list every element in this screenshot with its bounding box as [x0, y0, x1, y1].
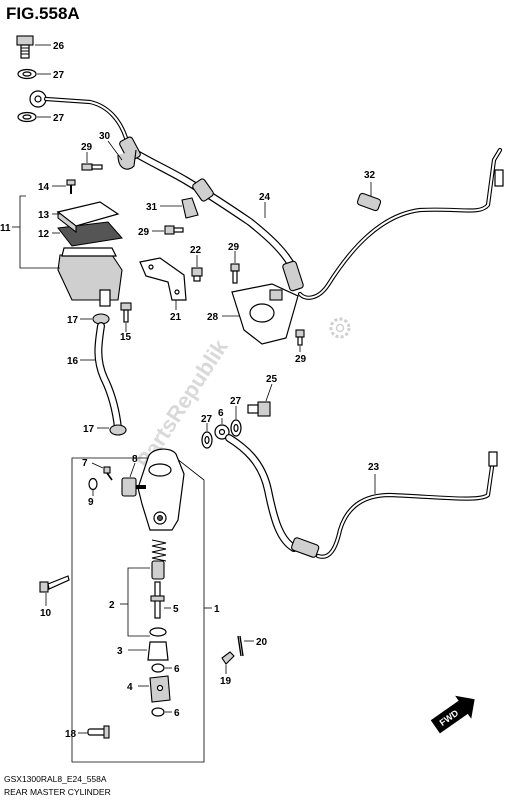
callout-29c: 29: [228, 242, 240, 253]
hose-23[interactable]: [214, 424, 498, 559]
callout-21: 21: [170, 312, 182, 323]
callout-2: 2: [109, 600, 115, 611]
callout-18: 18: [65, 729, 77, 740]
callout-27b: 27: [53, 113, 65, 124]
o-ring-9[interactable]: [88, 477, 98, 491]
reservoir-tank-11[interactable]: [57, 247, 123, 307]
screw-14[interactable]: [66, 179, 76, 194]
bracket-11-outline: [19, 195, 60, 269]
bracket-28[interactable]: [231, 283, 299, 345]
callout-15: 15: [120, 332, 132, 343]
callout-27c: 27: [230, 396, 242, 407]
clamp-30[interactable]: [117, 149, 137, 170]
washer-27-hose-upper[interactable]: [230, 419, 242, 437]
bolt-29-upper[interactable]: [81, 163, 103, 171]
spring[interactable]: [151, 539, 167, 580]
callout-9: 9: [88, 497, 94, 508]
clamp-32[interactable]: [356, 192, 382, 212]
callout-26: 26: [53, 41, 65, 52]
callout-19: 19: [220, 676, 232, 687]
watermark: PartsRepublik: [131, 334, 233, 472]
push-rod-5[interactable]: [150, 581, 165, 619]
screw-7[interactable]: [103, 466, 113, 481]
callout-28: 28: [207, 312, 219, 323]
callout-8: 8: [132, 454, 138, 465]
callout-6a: 6: [174, 664, 180, 675]
bolt-15[interactable]: [120, 302, 132, 323]
callout-29a: 29: [81, 142, 93, 153]
bolt-22[interactable]: [191, 267, 203, 282]
callout-11: 11: [0, 223, 11, 234]
circlip[interactable]: [149, 627, 167, 637]
callout-16: 16: [67, 356, 79, 367]
callout-7: 7: [82, 458, 88, 469]
callout-20: 20: [256, 637, 268, 648]
gear-icon: [329, 317, 351, 339]
callout-22: 22: [190, 245, 202, 256]
callout-32: 32: [364, 170, 376, 181]
bracket-2: [127, 567, 150, 637]
washer-27-lower[interactable]: [17, 111, 37, 123]
callout-24: 24: [259, 192, 271, 203]
hose-24[interactable]: [29, 90, 504, 300]
boot-3[interactable]: [147, 641, 169, 661]
callout-17b: 17: [83, 424, 95, 435]
clip-17-lower[interactable]: [109, 424, 127, 436]
fwd-arrow-icon: FWD: [430, 695, 475, 734]
figure-title: FIG.558A: [6, 4, 80, 23]
callout-12: 12: [38, 229, 50, 240]
bolt-10[interactable]: [39, 575, 70, 593]
callout-29d: 29: [295, 354, 307, 365]
banjo-bolt-25[interactable]: [247, 401, 271, 417]
banjo-bolt-26[interactable]: [16, 35, 34, 59]
cap-13[interactable]: [56, 201, 120, 234]
union-fitting-8[interactable]: [121, 477, 146, 497]
figure-caption: REAR MASTER CYLINDER: [4, 787, 111, 797]
callout-13: 13: [38, 210, 50, 221]
washer-27-hose-lower[interactable]: [201, 431, 213, 449]
reservoir-hose-16[interactable]: [94, 322, 122, 432]
figure-code: GSX1300RAL8_E24_558A: [4, 774, 107, 784]
callout-14: 14: [38, 182, 50, 193]
callout-3: 3: [117, 646, 123, 657]
bolt-29-bracket-bottom[interactable]: [295, 329, 305, 346]
cotter-pin-20[interactable]: [237, 635, 244, 657]
master-cylinder-body[interactable]: [137, 448, 185, 531]
callout-4: 4: [127, 682, 133, 693]
callout-27a: 27: [53, 70, 65, 81]
callout-17a: 17: [67, 315, 79, 326]
callout-27d: 27: [201, 414, 213, 425]
callout-6c: 6: [218, 408, 224, 419]
callout-23: 23: [368, 462, 380, 473]
callout-1: 1: [214, 604, 220, 615]
bracket-21[interactable]: [139, 257, 187, 301]
bolt-29-clamp[interactable]: [164, 225, 184, 235]
callout-10: 10: [40, 608, 52, 619]
nut-6-lower[interactable]: [151, 707, 165, 717]
nut-6-upper[interactable]: [151, 663, 165, 673]
callout-30: 30: [99, 131, 111, 142]
callout-29b: 29: [138, 227, 150, 238]
clamp-31[interactable]: [181, 197, 199, 219]
bolt-29-bracket-top[interactable]: [230, 263, 240, 284]
callout-31: 31: [146, 202, 158, 213]
callout-25: 25: [266, 374, 278, 385]
washer-27-upper[interactable]: [17, 68, 37, 80]
cotter-pin-19[interactable]: [221, 651, 235, 665]
clevis-4[interactable]: [149, 675, 171, 703]
callout-6b: 6: [174, 708, 180, 719]
callout-5: 5: [173, 604, 179, 615]
pin-18[interactable]: [87, 725, 110, 739]
